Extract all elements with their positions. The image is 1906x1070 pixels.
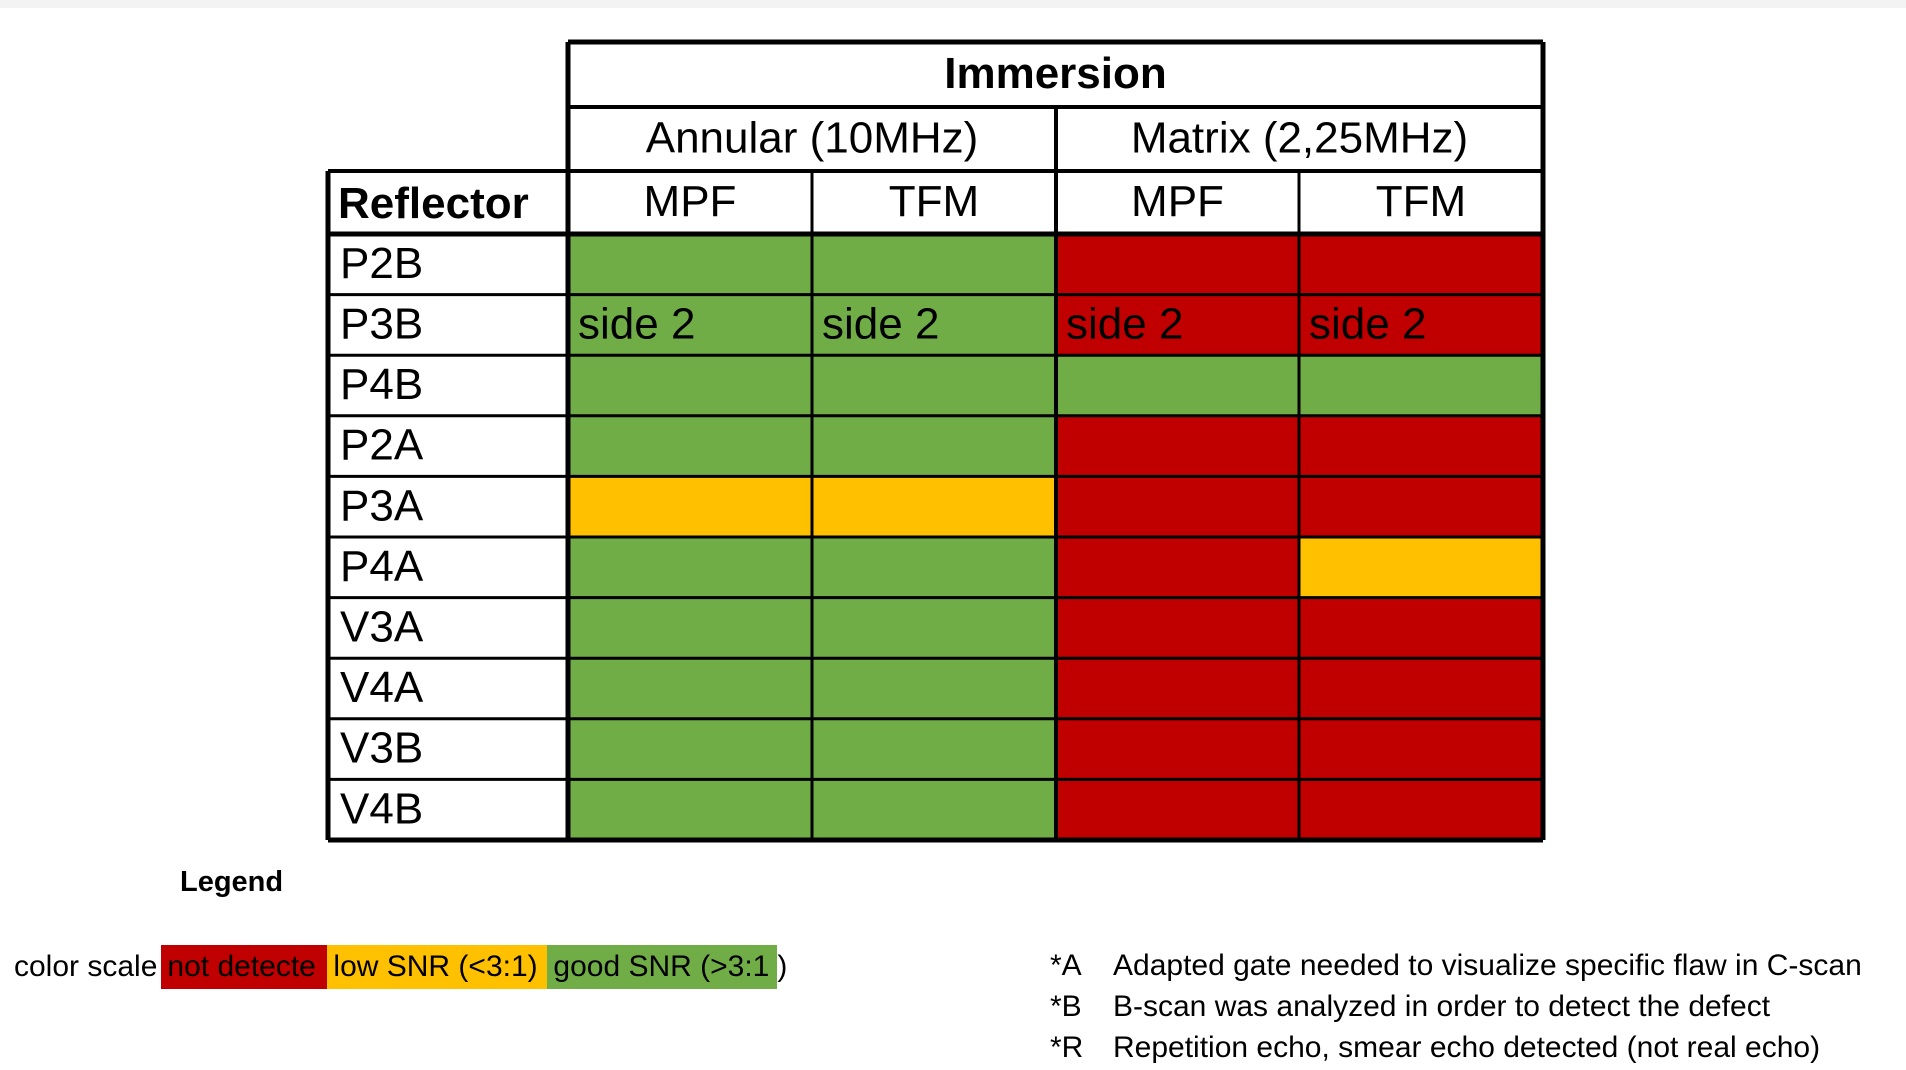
heatmap-cell (812, 294, 1056, 356)
heatmap-cell (812, 718, 1056, 780)
footnote-code: *R (1050, 1030, 1084, 1064)
results-table: P2B side 2 side 2 side 2 side 2 P3B P4B P2A P3A P… (325, 39, 1546, 843)
reflector-label: P4A (340, 542, 424, 591)
legend-closing-paren: ) (777, 950, 788, 983)
reflector-label: P2B (340, 239, 423, 288)
heatmap-cell (1056, 476, 1299, 537)
cell-note: side 2 (1066, 300, 1183, 349)
method-header: TFM (1376, 177, 1466, 226)
heatmap-cell (1056, 294, 1299, 356)
top-border-strip (0, 0, 1906, 8)
footnote-text: Adapted gate needed to visualize specifi… (1113, 948, 1862, 982)
color-scale-label: color scale (14, 950, 158, 983)
heatmap-cell (1056, 597, 1299, 659)
heatmap-cell (812, 597, 1056, 659)
cell-note: side 2 (578, 300, 695, 349)
heatmap-cell (812, 476, 1056, 537)
reflector-label: P4B (340, 360, 423, 409)
legend-swatch-not-detected: not detecte (161, 945, 328, 989)
footnote-code: *B (1050, 989, 1082, 1023)
heatmap-cell (812, 658, 1056, 719)
heatmap-cell (1056, 718, 1299, 780)
legend-label-good-snr: good SNR (>3:1 (553, 950, 770, 983)
heatmap-cell (1056, 415, 1299, 477)
heatmap-cell (812, 415, 1056, 477)
reflector-label: V3A (340, 603, 424, 652)
heatmap-cell (568, 294, 812, 356)
heatmap-cell (568, 415, 812, 477)
heatmap-cell (1299, 537, 1543, 598)
heatmap-cell (568, 537, 812, 598)
reflector-label: P2A (340, 421, 424, 470)
heatmap-cell (1299, 476, 1543, 537)
method-header: MPF (644, 177, 737, 226)
heatmap-cell (1056, 779, 1299, 840)
reflector-label: P3B (340, 300, 423, 349)
footnote-code: *A (1050, 948, 1082, 982)
heatmap-cell (1056, 537, 1299, 598)
heatmap-cell (812, 779, 1056, 840)
heatmap-cell (1056, 658, 1299, 719)
heatmap-cell (568, 476, 812, 537)
legend-label-not-detected: not detecte (167, 950, 316, 983)
heatmap-cell (568, 597, 812, 659)
footnote-row: *A Adapted gate needed to visualize spec… (1050, 945, 1862, 986)
heatmap-cell (1299, 355, 1543, 416)
heatmap-cell (1056, 234, 1299, 295)
method-header: MPF (1131, 177, 1224, 226)
heatmap-cell (1299, 779, 1543, 840)
probe-header: Annular (10MHz) (646, 114, 979, 163)
heatmap-cell (1299, 718, 1543, 780)
reflector-label: V4A (340, 663, 424, 712)
footnote-text: B-scan was analyzed in order to detect t… (1113, 989, 1771, 1023)
heatmap-cell (1299, 294, 1543, 356)
footnote-row: *B B-scan was analyzed in order to detec… (1050, 986, 1862, 1027)
cell-note: side 2 (822, 300, 939, 349)
color-scale-legend: color scale not detecte low SNR (<3:1) g… (14, 945, 787, 989)
heatmap-cell (1299, 658, 1543, 719)
heatmap-cell (1299, 234, 1543, 295)
heatmap-cell (1056, 355, 1299, 416)
legend-swatch-low-snr: low SNR (<3:1) (327, 945, 548, 989)
footnote-text: Repetition echo, smear echo detected (no… (1113, 1030, 1821, 1064)
heatmap-cell (568, 234, 812, 295)
legend-title: Legend (180, 866, 284, 898)
footnote-row: *R Repetition echo, smear echo detected … (1050, 1027, 1862, 1068)
heatmap-cell (812, 355, 1056, 416)
reflector-label: V3B (340, 724, 423, 773)
heatmap-cell (568, 779, 812, 840)
legend-swatch-good-snr: good SNR (>3:1 (547, 945, 778, 989)
heatmap-cell (568, 718, 812, 780)
heatmap-cell (568, 658, 812, 719)
reflector-header: Reflector (338, 179, 529, 228)
cell-note: side 2 (1309, 300, 1426, 349)
probe-header: Matrix (2,25MHz) (1131, 114, 1468, 163)
heatmap-cell (1299, 415, 1543, 477)
method-header: TFM (889, 177, 979, 226)
heatmap-cell (1299, 597, 1543, 659)
group-header: Immersion (944, 49, 1167, 98)
heatmap-cell (812, 234, 1056, 295)
reflector-label: V4B (340, 784, 423, 833)
heatmap-cell (812, 537, 1056, 598)
heatmap-cell (568, 355, 812, 416)
reflector-label: P3A (340, 481, 424, 530)
footnotes: *A Adapted gate needed to visualize spec… (1050, 945, 1862, 1068)
legend-label-low-snr: low SNR (<3:1) (333, 950, 538, 983)
